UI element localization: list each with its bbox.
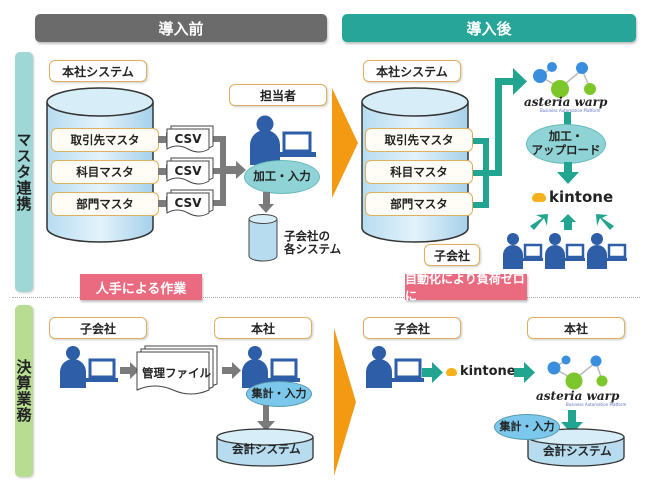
subsidiary-systems-text: 子会社の 各システム xyxy=(284,229,342,257)
teal-arrow-down xyxy=(564,112,571,126)
csv-label: CSV xyxy=(174,164,202,178)
csv-label: CSV xyxy=(174,132,202,146)
aggregate-input-oval-after: 集計・入力 xyxy=(494,414,560,440)
teal-arrows-up xyxy=(530,214,614,230)
section-closing-label: 決算業務 xyxy=(15,305,33,477)
aggregate-input-oval-before: 集計・入力 xyxy=(246,381,312,407)
gray-arrow-down xyxy=(258,192,274,213)
asteria-warp-logo: asteria warp xyxy=(536,355,620,403)
gray-arrow-down xyxy=(257,405,275,431)
banner-before: 人手による作業 xyxy=(80,274,202,300)
subsidiary-db-icon xyxy=(248,214,278,262)
person-pc-icon xyxy=(242,346,300,388)
hq-system-label-before: 本社システム xyxy=(49,60,147,82)
orange-arrow-master xyxy=(332,88,358,198)
teal-connector-arrows xyxy=(473,68,527,208)
teal-arrow-right xyxy=(422,362,443,383)
person-pc-icon xyxy=(60,346,118,388)
asteria-warp-logo: asteria warp xyxy=(524,62,608,109)
master-item: 取引先マスタ xyxy=(51,128,159,152)
management-file-doc xyxy=(136,345,218,395)
teal-arrow-right xyxy=(514,362,535,383)
process-oval-before: 加工・入力 xyxy=(244,160,320,194)
master-item: 取引先マスタ xyxy=(365,128,473,152)
hq-label-closing-before: 本社 xyxy=(214,317,312,339)
teal-arrow-to-kintone xyxy=(557,162,579,184)
person-in-charge-label: 担当者 xyxy=(229,84,327,106)
asteria-text: asteria warp xyxy=(536,389,620,403)
subsidiary-label-closing-before: 子会社 xyxy=(49,317,147,339)
kintone-logo: kintone xyxy=(532,188,613,206)
management-file-label: 管理ファイル xyxy=(142,366,211,380)
accounting-system-label-before: 会計システム xyxy=(232,442,301,456)
gray-arrow-right xyxy=(120,362,139,379)
person-pc-icon xyxy=(366,346,424,388)
asteria-text: asteria warp xyxy=(524,95,608,109)
orange-arrow-closing xyxy=(334,328,356,476)
master-item: 部門マスタ xyxy=(365,192,473,216)
asteria-subtitle: Business Automation Platform xyxy=(566,402,627,407)
process-oval-after: 加工・ アップロード xyxy=(526,124,606,164)
kintone-text: kintone xyxy=(460,364,516,379)
accounting-system-label-after: 会計システム xyxy=(543,444,612,458)
after-header: 導入後 xyxy=(342,14,636,42)
banner-after: 自動化により負荷ゼロに xyxy=(405,272,527,303)
master-item: 科目マスタ xyxy=(365,160,473,184)
subsidiary-users-icon xyxy=(503,233,627,269)
subsidiary-label-after: 子会社 xyxy=(424,244,480,266)
csv-label: CSV xyxy=(174,196,202,210)
asteria-subtitle: Business Automation Platform xyxy=(540,108,601,113)
master-item: 部門マスタ xyxy=(51,192,159,216)
kintone-logo: kintone xyxy=(446,364,516,379)
subsidiary-label-closing-after: 子会社 xyxy=(363,317,461,339)
gray-arrow-right xyxy=(222,362,241,379)
master-item: 科目マスタ xyxy=(51,160,159,184)
hq-label-closing-after: 本社 xyxy=(527,317,625,339)
kintone-cloud-icon xyxy=(446,367,457,376)
section-divider xyxy=(12,297,640,298)
accounting-db-before xyxy=(216,428,314,467)
person-pc-icon xyxy=(250,115,316,165)
accounting-db-after xyxy=(527,428,625,467)
section-master-label: マスタ連携 xyxy=(15,52,33,292)
kintone-text: kintone xyxy=(549,188,614,206)
teal-arrow-down xyxy=(561,410,583,434)
csv-docs xyxy=(166,125,214,217)
before-header: 導入前 xyxy=(35,14,327,42)
kintone-cloud-icon xyxy=(532,192,546,202)
hq-system-label-after: 本社システム xyxy=(363,60,461,82)
